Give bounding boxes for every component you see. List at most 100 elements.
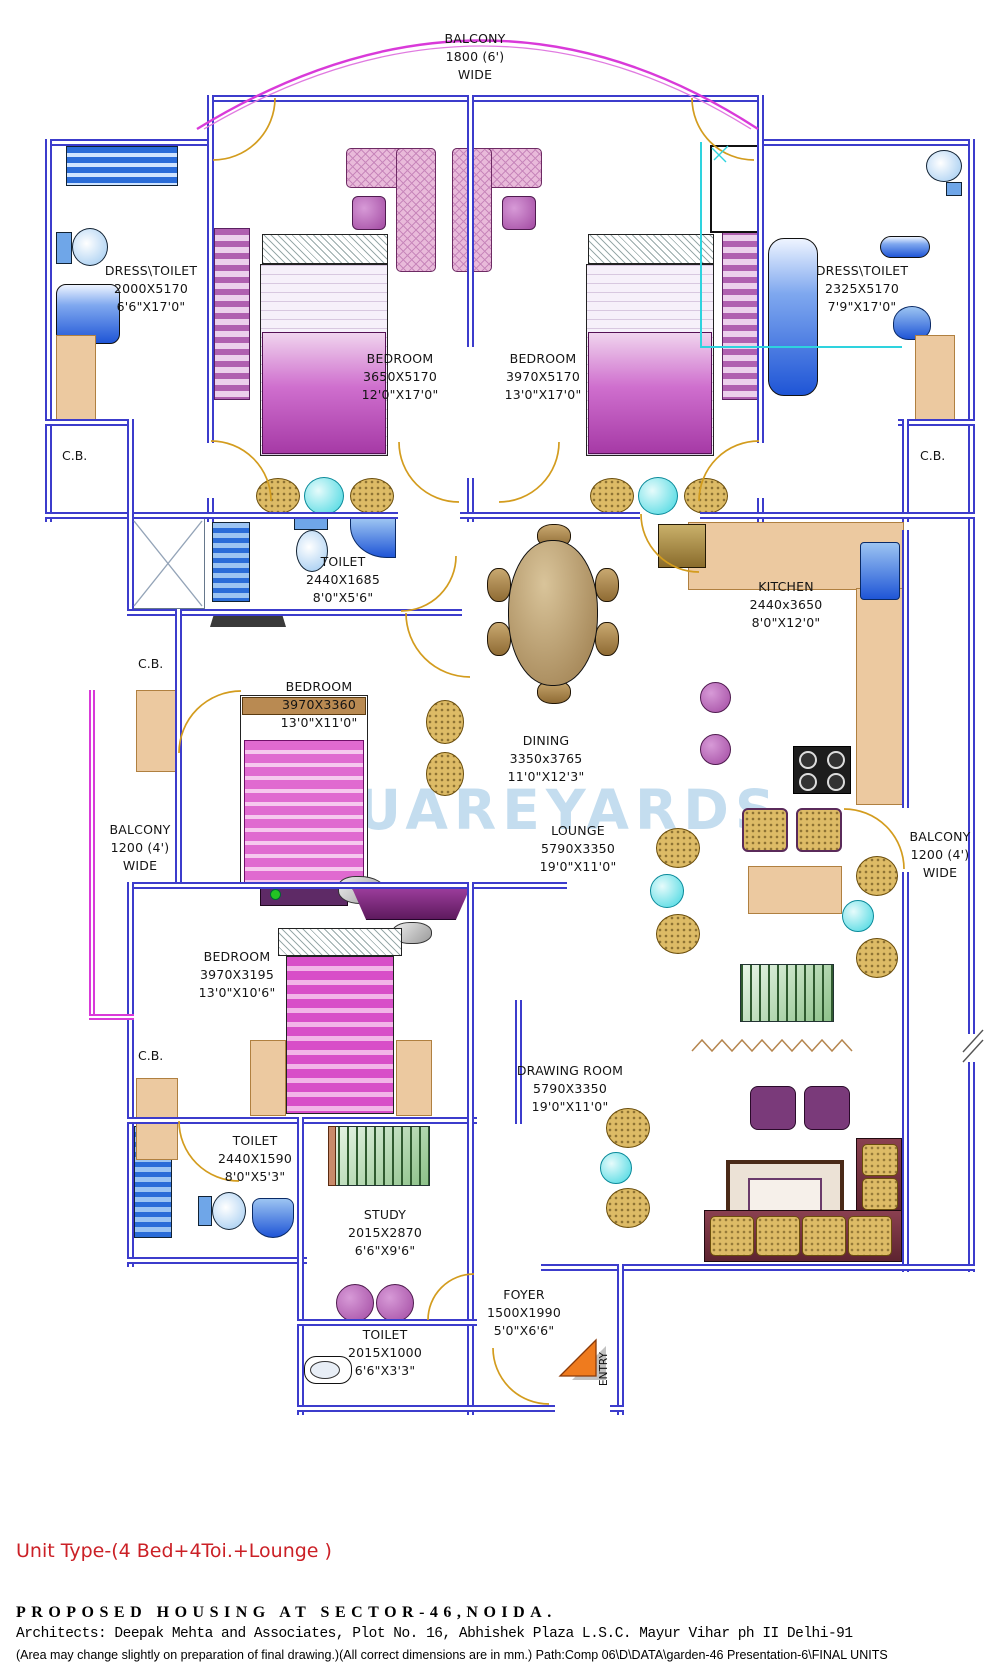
disclaimer-line: (Area may change slightly on preparation… — [16, 1648, 888, 1662]
sofa-cushion — [862, 1144, 898, 1176]
stool-icon — [700, 734, 731, 765]
wall — [515, 1000, 522, 1124]
burner-icon — [799, 751, 817, 769]
burner-icon — [827, 751, 845, 769]
nightstand — [396, 1040, 432, 1116]
bed-headboard-icon — [242, 697, 366, 715]
room-dim-ft: 8'0"X5'3" — [224, 1169, 286, 1184]
wall — [610, 1405, 624, 1412]
wall — [207, 95, 764, 102]
room-dim-mm: 2015X2870 — [348, 1225, 422, 1240]
wall — [757, 95, 764, 443]
room-dim-mm: 2015X1000 — [348, 1345, 422, 1360]
dining-chair-icon — [487, 568, 511, 602]
study-desk-icon — [328, 1126, 430, 1186]
dining-table-icon — [508, 540, 598, 686]
cyan-accent-lines — [700, 142, 902, 348]
armchair-icon — [750, 1086, 796, 1130]
bed-blanket-icon — [588, 332, 712, 454]
room-name: DRESS\TOILET — [815, 263, 909, 278]
nightstand — [250, 1040, 286, 1116]
stove-icon — [793, 746, 851, 794]
bench-light-icon — [270, 889, 281, 900]
room-name: BEDROOM — [285, 679, 353, 694]
room-name: DRAWING ROOM — [516, 1063, 624, 1078]
wall — [45, 139, 52, 522]
room-name: STUDY — [363, 1207, 407, 1222]
wall — [127, 882, 134, 1267]
balcony-railing — [89, 690, 95, 1020]
study-desk-edge — [328, 1126, 336, 1186]
room-label-balcony-right: BALCONY 1200 (4') WIDE — [898, 828, 982, 882]
stool-icon — [700, 682, 731, 713]
architects-line: Architects: Deepak Mehta and Associates,… — [16, 1626, 853, 1642]
toilet-bowl-icon — [72, 228, 108, 266]
round-table-icon — [600, 1152, 632, 1184]
wall — [757, 139, 975, 146]
entry-arrow-icon — [558, 1338, 597, 1377]
chair-icon — [426, 752, 464, 796]
dining-chair-icon — [595, 622, 619, 656]
room-name: KITCHEN — [758, 579, 814, 594]
room-name: LOUNGE — [551, 823, 605, 838]
wall — [127, 1257, 307, 1264]
room-name: BEDROOM — [366, 351, 434, 366]
armchair-icon — [742, 808, 788, 852]
chair-icon — [856, 938, 898, 978]
room-dim-ft: 13'0"X10'6" — [198, 985, 276, 1000]
room-dim-mm: 1800 (6') — [445, 49, 505, 64]
room-label-toilet-mid: TOILET 2440X1685 8'0"X5'6" — [288, 553, 398, 607]
shaft-cross — [133, 520, 203, 607]
room-dim-mm: 2325X5170 — [825, 281, 899, 296]
cb-label-mid-left: C.B. — [138, 656, 164, 671]
bed-icon — [286, 956, 394, 1114]
room-label-study: STUDY 2015X2870 6'6"X9'6" — [330, 1206, 440, 1260]
toilet-tank-icon — [56, 232, 72, 264]
room-name: TOILET — [362, 1327, 408, 1342]
room-label-kitchen: KITCHEN 2440x3650 8'0"X12'0" — [731, 578, 841, 632]
wall — [297, 1405, 555, 1412]
room-name: TOILET — [232, 1133, 278, 1148]
window-planter-icon — [66, 146, 178, 186]
room-dim-mm: 2000X5170 — [114, 281, 188, 296]
room-dim-mm: 5790X3350 — [541, 841, 615, 856]
entry-label: ENTRY — [598, 1352, 610, 1386]
toilet-tank-icon — [198, 1196, 212, 1226]
wall-break-marks — [962, 1029, 984, 1063]
wall — [541, 1264, 975, 1271]
toilet-bowl-icon — [296, 530, 328, 572]
room-dim-ft: 8'0"X12'0" — [751, 615, 821, 630]
rug-icon — [740, 964, 834, 1022]
bathtub-icon — [768, 238, 818, 396]
door-arcs — [178, 97, 905, 1405]
wall — [968, 139, 975, 1272]
wall — [700, 512, 975, 519]
room-dim-mm: 3350x3765 — [509, 751, 583, 766]
wall — [757, 498, 764, 522]
room-dim-mm: 1200 (4') — [110, 840, 170, 855]
dining-chair-icon — [487, 622, 511, 656]
room-dim-ft: WIDE — [457, 67, 493, 82]
ottoman-icon — [376, 1284, 414, 1322]
room-dim-ft: 6'6"X9'6" — [354, 1243, 416, 1258]
round-table-icon — [650, 874, 684, 908]
kitchen-sink-icon — [860, 542, 900, 600]
chair-icon — [590, 478, 634, 514]
room-label-dining: DINING 3350x3765 11'0"X12'3" — [491, 732, 601, 786]
room-dim-ft: 13'0"X11'0" — [280, 715, 358, 730]
chair-icon — [606, 1108, 650, 1148]
room-dim-mm: 2440X1590 — [218, 1151, 292, 1166]
room-dim-ft: 19'0"X11'0" — [539, 859, 617, 874]
chair-icon — [426, 700, 464, 744]
wall — [898, 419, 975, 426]
chair-icon — [856, 856, 898, 896]
wall — [207, 95, 214, 443]
wall — [127, 512, 134, 616]
unit-type-title: Unit Type-(4 Bed+4Toi.+Lounge ) — [16, 1540, 332, 1562]
wall — [467, 95, 474, 347]
wall — [45, 419, 134, 426]
wall — [460, 512, 640, 519]
round-table-icon — [842, 900, 874, 932]
